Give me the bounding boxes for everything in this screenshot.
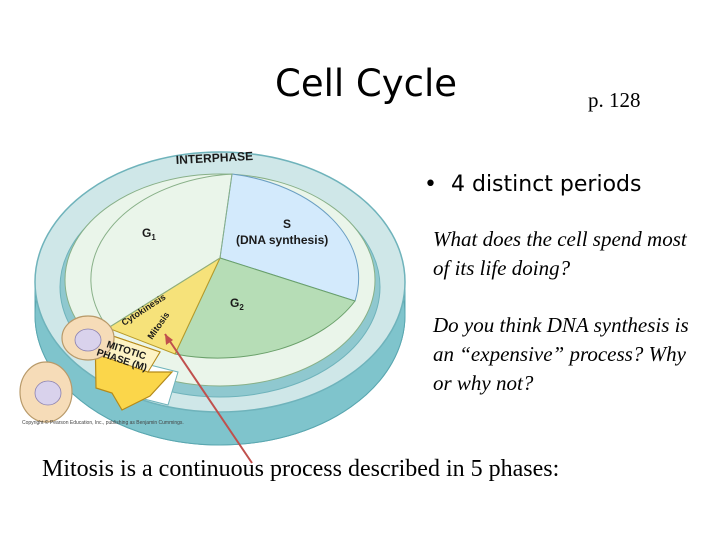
bullet-dot-icon: • xyxy=(424,172,437,197)
g1-phase-sector xyxy=(90,173,233,329)
g1-label: G1 xyxy=(142,226,156,242)
pointer-line xyxy=(164,333,253,464)
copyright-text: Copyright © Pearson Education, Inc., pub… xyxy=(22,419,184,426)
question-dna-synthesis: Do you think DNA synthesis is an “expens… xyxy=(433,313,689,395)
g2-label: G2 xyxy=(230,296,244,312)
pointer-arrowhead xyxy=(165,334,173,345)
interphase-label: INTERPHASE xyxy=(175,149,253,167)
page-reference: p. 128 xyxy=(588,88,641,112)
cell-top-nucleus xyxy=(74,328,102,352)
s-label: S xyxy=(283,217,291,231)
g1-label-sub: 1 xyxy=(151,233,156,242)
g2-phase-sector xyxy=(174,257,356,359)
g1-label-main: G xyxy=(142,226,151,240)
bullet-item: • 4 distinct periods xyxy=(424,172,641,197)
s-sub-label: (DNA synthesis) xyxy=(236,233,328,247)
g2-label-main: G xyxy=(230,296,239,310)
bottom-statement: Mitosis is a continuous process describe… xyxy=(42,456,560,482)
cell-bottom-nucleus xyxy=(34,380,62,406)
bullet-text: 4 distinct periods xyxy=(450,172,642,197)
s-phase-sector xyxy=(219,173,360,302)
question-life: What does the cell spend most of its lif… xyxy=(433,227,687,280)
g2-label-sub: 2 xyxy=(239,303,244,312)
slide-title: Cell Cycle xyxy=(275,62,458,105)
